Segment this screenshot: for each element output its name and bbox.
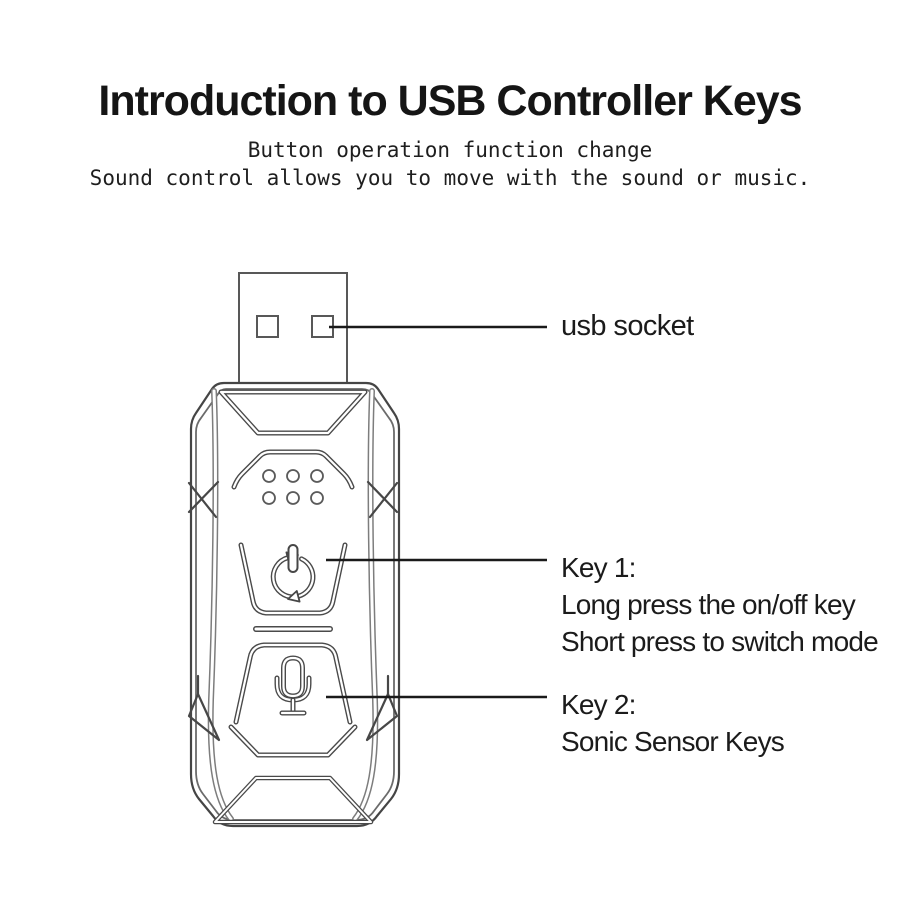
key2-line1: Sonic Sensor Keys	[561, 726, 785, 757]
power-icon	[273, 544, 313, 603]
led-indicator-grid	[262, 469, 324, 505]
key1-title: Key 1:	[561, 552, 636, 583]
device-body	[187, 381, 401, 828]
key1-label: Key 1: Long press the on/off key Short p…	[561, 549, 879, 660]
key2-title: Key 2:	[561, 689, 636, 720]
power-button[interactable]	[241, 545, 345, 613]
hip-accents	[187, 674, 399, 742]
page-title: Introduction to USB Controller Keys	[98, 77, 802, 125]
subtitle-line-1: Button operation function change	[247, 138, 653, 162]
key1-line2: Short press to switch mode	[561, 626, 879, 657]
subtitle-line-2: Sound control allows you to move with th…	[89, 166, 811, 190]
usb-connector-icon	[238, 272, 348, 388]
shoulder-accents	[187, 480, 399, 519]
subtitle: Button operation function change Sound c…	[0, 136, 900, 192]
key1-line1: Long press the on/off key	[561, 589, 856, 620]
key2-label: Key 2: Sonic Sensor Keys	[561, 686, 785, 760]
usb-socket-label: usb socket	[561, 310, 694, 342]
leader-lines	[326, 325, 547, 699]
